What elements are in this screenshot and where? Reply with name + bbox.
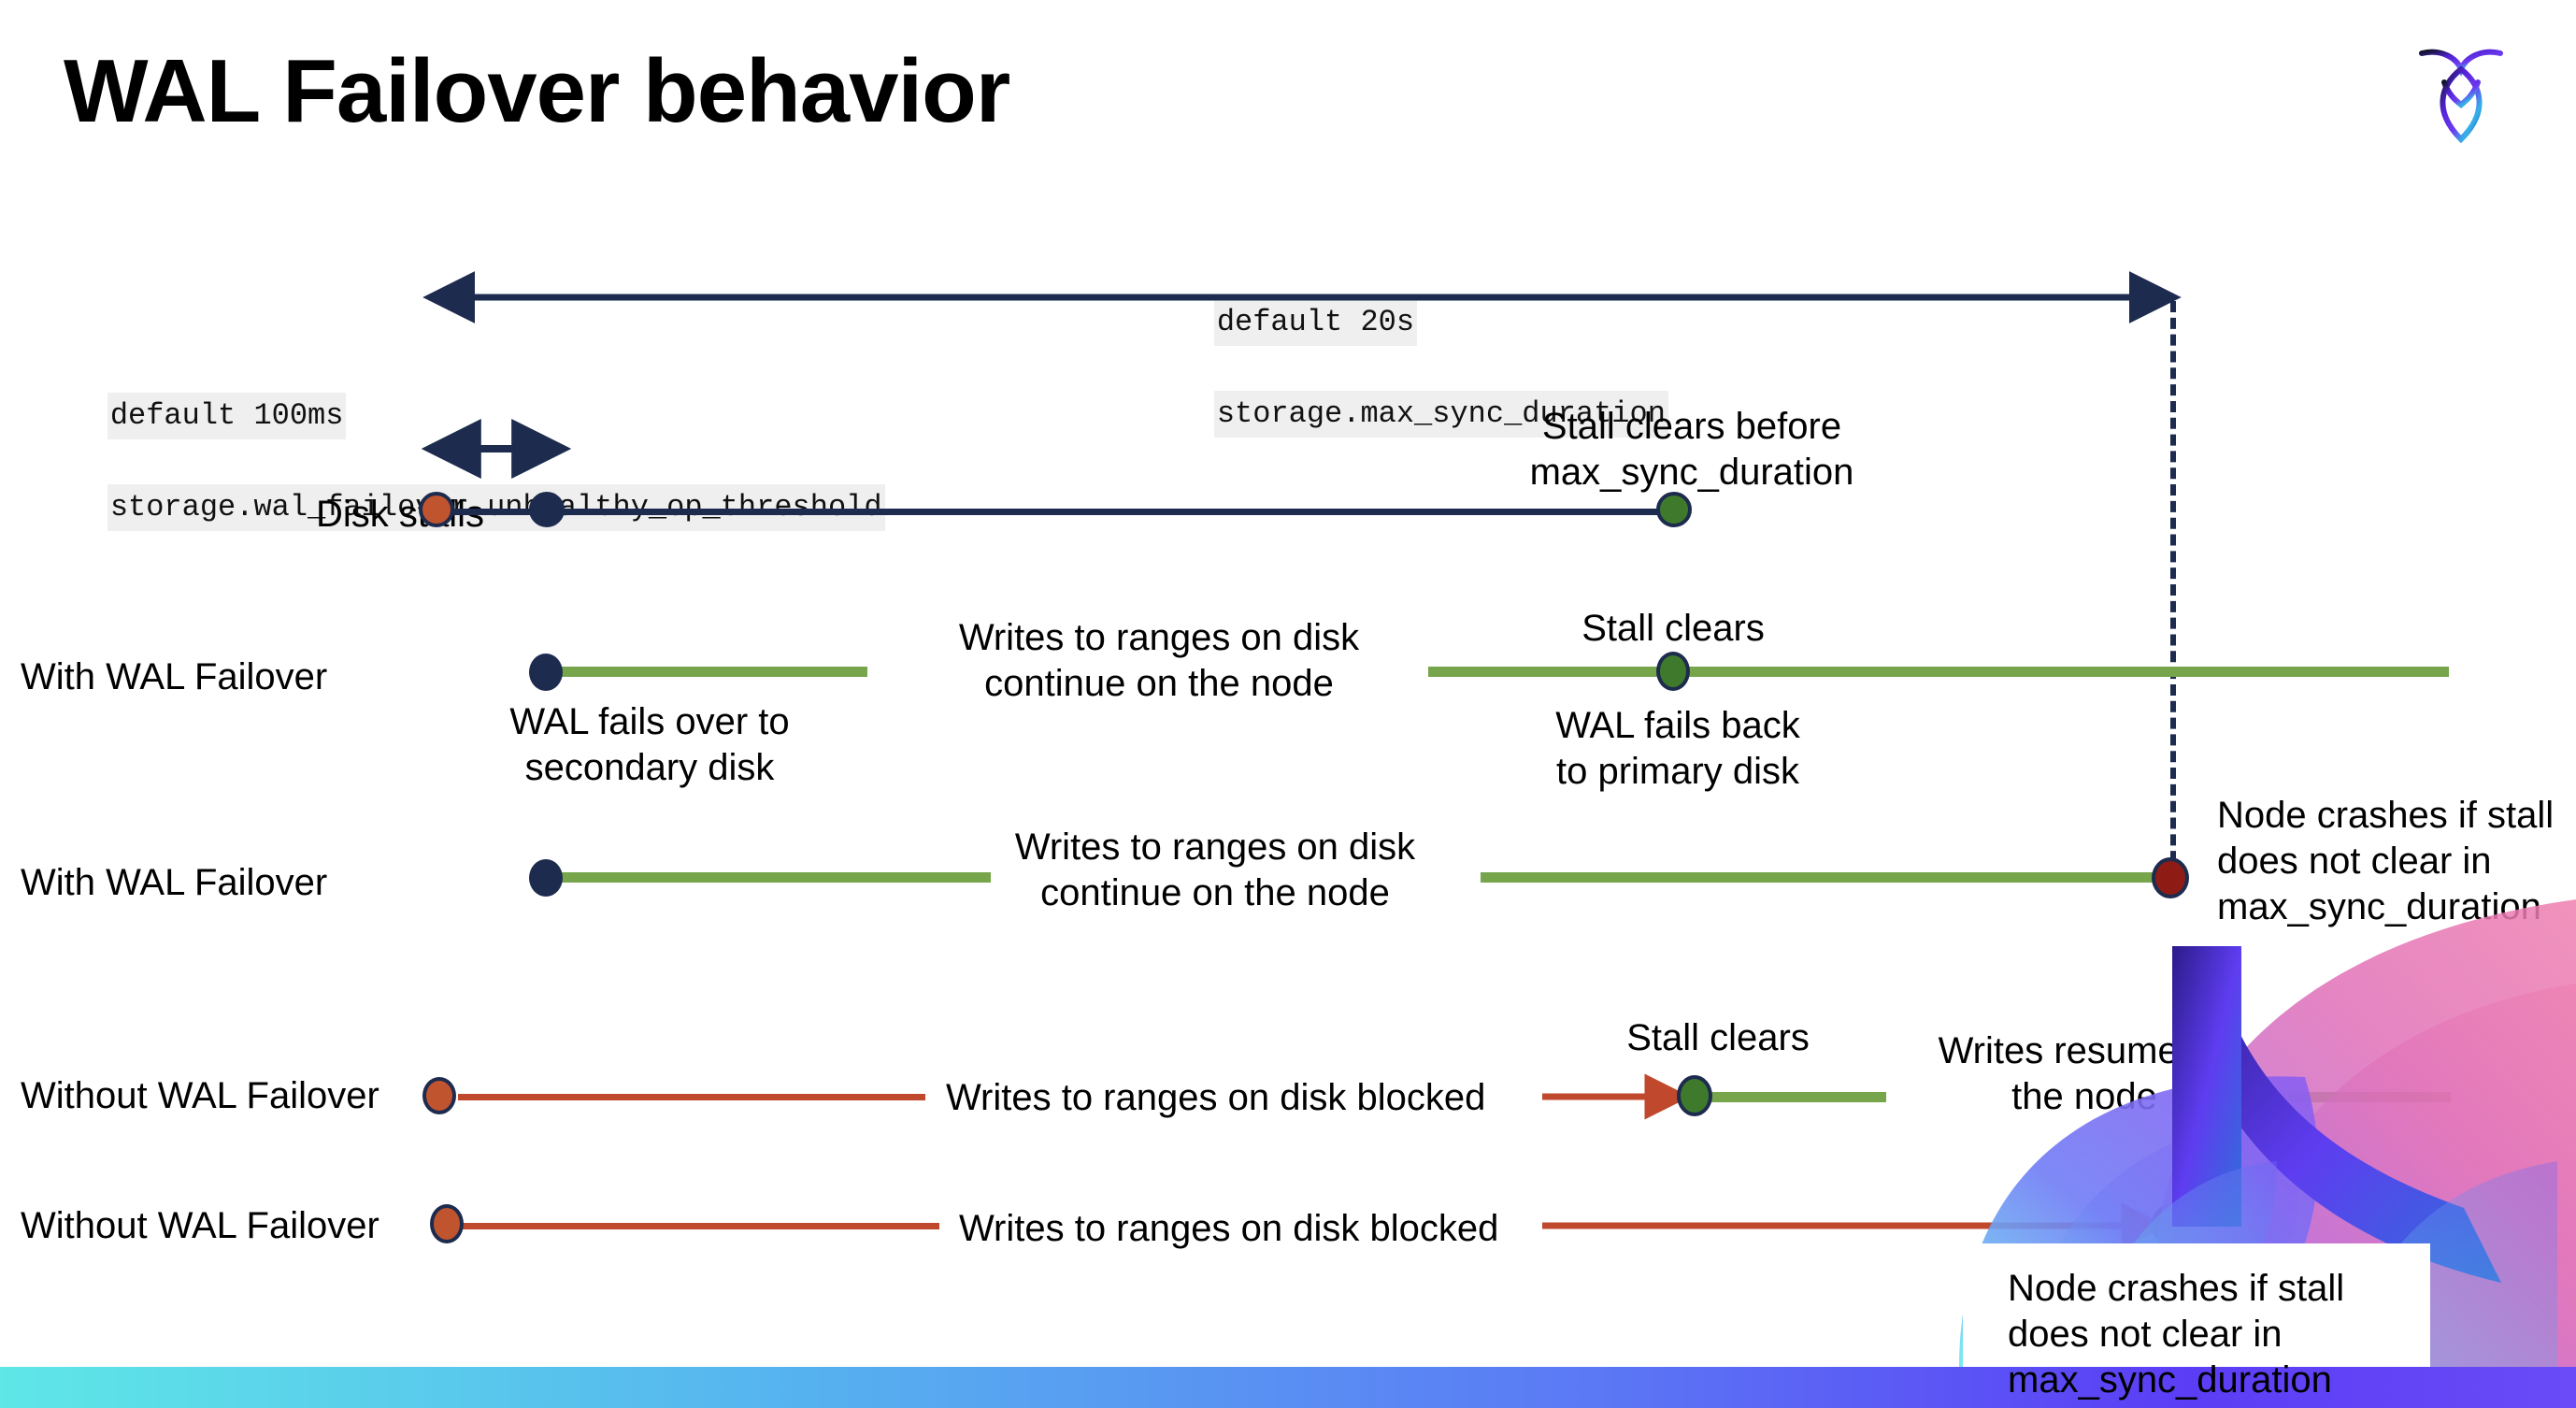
- note-stall-clears-1: Stall clears: [1581, 608, 1765, 649]
- with-failover-crash-segment-right: [1481, 872, 2174, 883]
- note-node-crashes-1: Node crashes if stall does not clear in …: [2217, 795, 2555, 927]
- node-crash-dot-2: [2152, 1204, 2189, 1245]
- note-wal-fails-over: WAL fails over to secondary disk: [509, 701, 790, 788]
- max-sync-deadline-dashed-line: [2170, 301, 2176, 879]
- without-failover-stall-start-dot-1: [422, 1077, 456, 1114]
- without-failover-blocked-segment-1: [458, 1094, 925, 1100]
- disk-stall-failover-dot: [529, 492, 565, 527]
- note-wal-fails-back: WAL fails back to primary disk: [1555, 705, 1800, 792]
- without-failover-stall-clear-dot: [1677, 1075, 1712, 1116]
- note-node-crashes-2: Node crashes if stall does not clear in …: [2008, 1268, 2345, 1401]
- bottom-gradient-bar: [0, 1367, 2576, 1408]
- without-failover-resume-segment-1: [1703, 1092, 1886, 1102]
- note-writes-continue-2: Writes to ranges on disk continue on the…: [1014, 826, 1416, 913]
- row-label-without-wal-failover-crash: Without WAL Failover: [21, 1205, 379, 1246]
- max-sync-default-label: default 20s: [1213, 299, 1418, 346]
- note-stall-clears-before: Stall clears before max_sync_duration: [1529, 406, 1854, 493]
- with-failover-segment-right: [1428, 667, 2449, 677]
- without-failover-stall-start-dot-2: [430, 1204, 464, 1243]
- unhealthy-op-setting-name: storage.wal_failover.unhealthy_op_thresh…: [107, 484, 885, 531]
- wal-failback-dot: [1656, 652, 1690, 691]
- max-sync-setting-name: storage.max_sync_duration: [1213, 391, 1668, 438]
- disk-stalls-timeline: [439, 509, 1675, 515]
- wal-failover-start-dot-2: [529, 859, 563, 897]
- note-writes-blocked-1: Writes to ranges on disk blocked: [946, 1077, 1486, 1118]
- unhealthy-op-default-label: default 100ms: [107, 393, 347, 439]
- without-failover-blocked-segment-2: [463, 1223, 939, 1229]
- without-failover-resume-segment-2: [2288, 1092, 2451, 1102]
- cockroachdb-logo-icon: [2391, 24, 2531, 165]
- note-stall-clears-2: Stall clears: [1626, 1017, 1810, 1058]
- note-writes-continue-1: Writes to ranges on disk continue on the…: [958, 617, 1360, 704]
- with-failover-segment-left: [553, 667, 867, 677]
- row-label-with-wal-failover-clears: With WAL Failover: [21, 656, 328, 697]
- note-writes-blocked-2: Writes to ranges on disk blocked: [959, 1208, 1499, 1249]
- page-title: WAL Failover behavior: [64, 41, 1010, 141]
- disk-stall-start-dot: [419, 492, 454, 527]
- disk-stall-clear-dot: [1656, 492, 1692, 527]
- row-label-with-wal-failover-crash: With WAL Failover: [21, 862, 328, 903]
- node-crash-dot-1: [2152, 857, 2189, 898]
- with-failover-crash-segment-left: [553, 872, 991, 883]
- wal-failover-start-dot: [529, 654, 563, 691]
- row-label-without-wal-failover-clears: Without WAL Failover: [21, 1075, 379, 1116]
- note-writes-resume: Writes resume on the node: [1938, 1030, 2231, 1117]
- unhealthy-op-threshold-chip: default 100ms storage.wal_failover.unhea…: [36, 348, 885, 576]
